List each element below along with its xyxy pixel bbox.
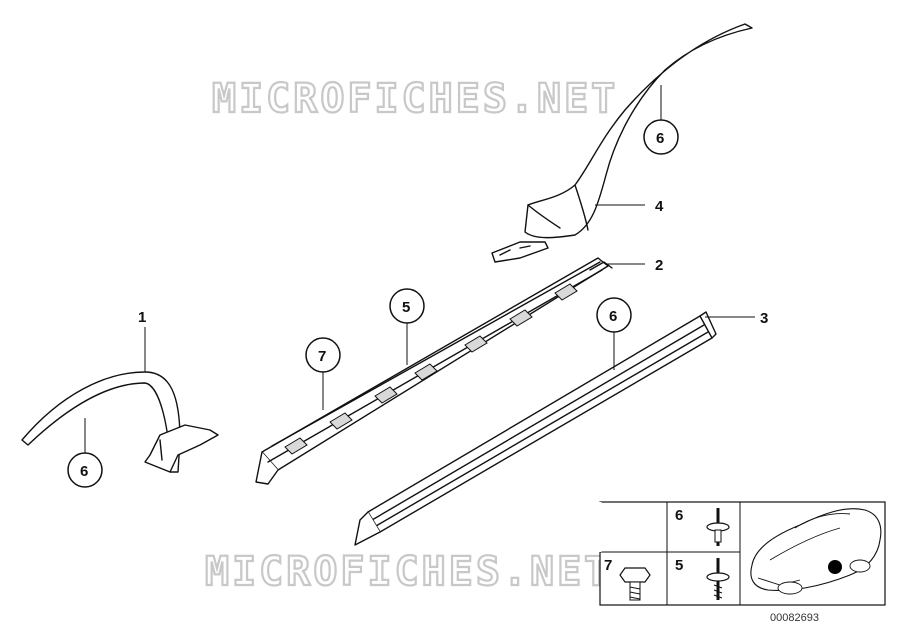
legend-bolt-label: 7 — [604, 557, 612, 574]
legend-screw-label: 5 — [675, 557, 683, 574]
callout-part-3: 3 — [760, 310, 768, 327]
sill-cover — [354, 311, 717, 546]
callout-part-4: 4 — [655, 198, 664, 215]
leader-lines — [84, 85, 755, 453]
callout-rail-screws: 5 — [389, 288, 425, 324]
svg-text:2: 2 — [655, 257, 663, 274]
rocker-rail — [255, 257, 613, 485]
locator-dot — [828, 560, 842, 574]
callout-part-1: 1 — [138, 309, 146, 326]
legend-clip-label: 6 — [675, 507, 683, 524]
clip-fastener-icon — [706, 508, 730, 546]
callout-sill-clip: 6 — [596, 297, 632, 333]
watermark-top: MICROFICHES.NET — [212, 76, 618, 122]
svg-text:1: 1 — [138, 309, 146, 326]
watermark-bottom: MICROFICHES.NET — [205, 549, 611, 595]
callout-arch-rear-clip: 6 — [643, 119, 679, 155]
svg-text:5: 5 — [402, 299, 410, 316]
fastener-legend: 6 5 7 — [598, 501, 886, 606]
car-locator-icon — [750, 508, 882, 595]
svg-text:7: 7 — [318, 348, 326, 365]
front-arch-trim — [21, 371, 219, 473]
bolt-fastener-icon — [619, 567, 651, 601]
svg-text:6: 6 — [656, 130, 664, 147]
screw-fastener-icon — [706, 558, 730, 600]
rear-arch-trim — [491, 23, 753, 263]
callout-clip-front: 6 — [67, 452, 103, 488]
reference-number: 00082693 — [770, 612, 819, 624]
svg-text:3: 3 — [760, 310, 768, 327]
svg-text:4: 4 — [655, 198, 664, 215]
callout-part-2: 2 — [655, 257, 663, 274]
svg-text:6: 6 — [609, 308, 617, 325]
callout-rail-clips: 7 — [305, 337, 341, 373]
svg-text:6: 6 — [80, 463, 88, 480]
